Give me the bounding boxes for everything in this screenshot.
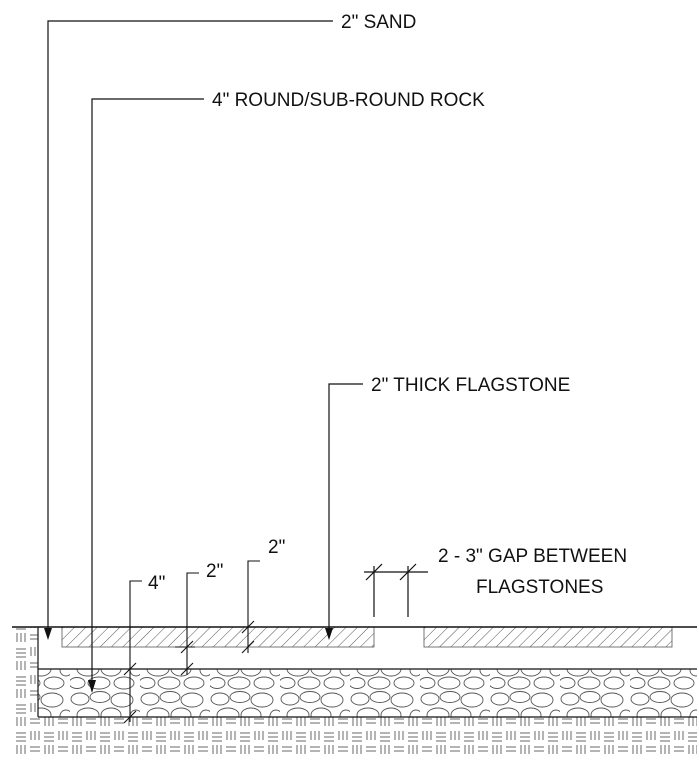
dimension-gap — [364, 563, 428, 617]
label-flagstone: 2" THICK FLAGSTONE — [371, 375, 570, 396]
dimension-rock-depth — [122, 580, 142, 724]
dimension-label-sand-depth: 2" — [206, 561, 223, 582]
arrowhead-sand — [44, 628, 52, 640]
label-gap-line1: 2 - 3" GAP BETWEEN — [438, 546, 627, 567]
arrowhead-flagstone — [325, 628, 333, 640]
flagstone-right — [423, 626, 673, 648]
leader-sand — [47, 20, 333, 630]
dimension-sand-depth — [175, 572, 199, 676]
dimension-flagstone-thickness — [241, 560, 260, 654]
label-gap-line2: FLAGSTONES — [476, 577, 603, 598]
dimension-label-rock-depth: 4" — [148, 573, 165, 594]
arrowhead-rock — [88, 680, 96, 693]
leader-rock — [91, 98, 204, 682]
label-rock: 4" ROUND/SUB-ROUND ROCK — [212, 90, 485, 111]
label-sand: 2" SAND — [341, 12, 416, 33]
leader-flagstone — [328, 383, 363, 630]
dimension-label-flagstone-thickness: 2" — [268, 537, 285, 558]
rock-layer — [38, 669, 697, 717]
